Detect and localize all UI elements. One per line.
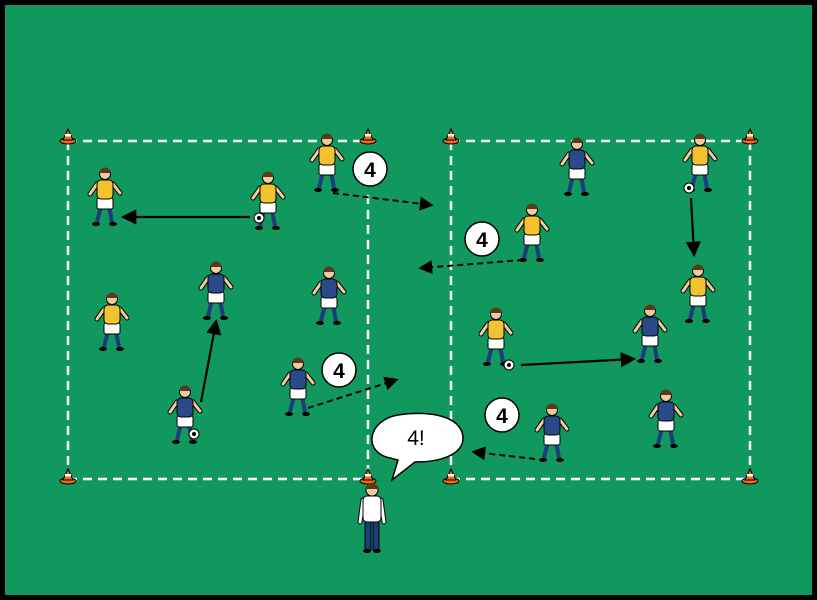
speech-bubble-icon	[371, 412, 464, 483]
cone-icon	[59, 467, 77, 485]
ball-icon	[188, 428, 200, 440]
player-icon	[250, 171, 286, 230]
ball-icon	[683, 182, 695, 194]
player-icon	[648, 389, 684, 448]
cone-icon	[442, 127, 460, 145]
cone-icon	[741, 127, 759, 145]
cone-icon	[741, 467, 759, 485]
left-grid-boundary	[66, 139, 370, 481]
player-icon	[680, 264, 716, 323]
player-icon	[87, 167, 123, 226]
cone-icon	[59, 127, 77, 145]
run-arrow	[307, 376, 399, 409]
cone-icon	[359, 467, 377, 485]
pass-arrow	[199, 318, 222, 403]
pass-arrow	[685, 197, 702, 258]
ball-icon	[503, 359, 515, 371]
run-arrows	[307, 192, 536, 461]
number-badge: 4	[352, 151, 388, 187]
run-arrow	[332, 192, 434, 211]
player-icon	[280, 357, 316, 416]
pitch	[5, 5, 812, 595]
svg-text:4: 4	[496, 405, 508, 428]
coach-callout-text: 4!	[407, 427, 425, 450]
player-icon	[632, 304, 668, 363]
right-grid-boundary	[449, 139, 752, 481]
run-arrow	[418, 259, 524, 275]
player-icon	[682, 133, 718, 192]
player-icon	[311, 266, 347, 325]
svg-text:4: 4	[476, 229, 488, 252]
cone-icon	[442, 467, 460, 485]
cones	[59, 127, 759, 485]
player-icon	[559, 137, 595, 196]
player-icon	[534, 403, 570, 462]
svg-text:4: 4	[364, 159, 376, 182]
player-icon	[198, 261, 234, 320]
ball-icon	[253, 212, 265, 224]
number-badge: 4	[0, 0, 6, 5]
number-badge: 4	[484, 397, 520, 433]
number-badge: 4	[464, 221, 500, 257]
svg-text:4: 4	[333, 360, 345, 383]
coach-icon	[357, 483, 387, 553]
player-icon	[94, 292, 130, 351]
cone-icon	[359, 127, 377, 145]
coach-speech-bubble: 4!	[371, 412, 464, 483]
player-icon	[309, 133, 345, 192]
balls	[188, 182, 695, 440]
player-icon	[514, 203, 550, 262]
number-badges: 4 4 4 4 4	[0, 0, 520, 433]
run-arrow	[471, 446, 536, 461]
pass-arrow	[520, 351, 637, 368]
player-icon	[478, 307, 514, 366]
number-badge: 4	[321, 352, 357, 388]
pass-arrows	[120, 197, 702, 403]
